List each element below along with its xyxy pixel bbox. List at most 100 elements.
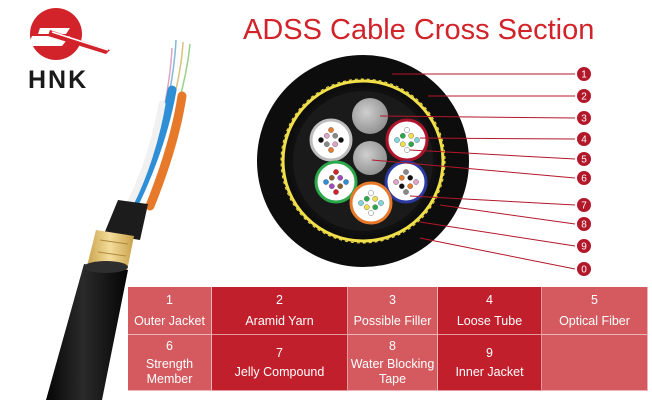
- legend-number: 1: [166, 293, 173, 308]
- callout-number: 5: [581, 155, 587, 166]
- callout-number: 1: [581, 70, 587, 81]
- callout-badge: 0: [577, 262, 591, 276]
- legend-cell-3: 3 Possible Filler: [348, 287, 438, 335]
- legend-label: Outer Jacket: [134, 313, 205, 328]
- filler-center: [353, 141, 387, 175]
- optical-fiber-dot: [328, 147, 334, 153]
- legend-number: 8: [389, 338, 396, 353]
- optical-fiber-dot: [363, 195, 370, 202]
- loose-tube-top-right: [385, 118, 429, 162]
- callout-number: 9: [581, 242, 587, 253]
- callout-number: 4: [581, 135, 587, 146]
- legend-number: 2: [276, 293, 283, 308]
- optical-fiber-dot: [407, 174, 414, 181]
- callout-badge: 6: [577, 171, 591, 185]
- legend-number: 4: [486, 293, 493, 308]
- callout-badge: 7: [577, 198, 591, 212]
- page-title: ADSS Cable Cross Section: [243, 14, 595, 46]
- optical-fiber-dot: [333, 169, 339, 175]
- optical-fiber-dot: [343, 179, 349, 185]
- callout-badge: 9: [577, 239, 591, 253]
- legend-cell-8: 8 Water Blocking Tape: [348, 335, 438, 391]
- loose-tube-mid-left: [314, 160, 358, 204]
- optical-fiber-dot: [328, 127, 334, 133]
- callout-number: 7: [581, 201, 587, 212]
- optical-fiber-dot: [338, 137, 344, 143]
- legend-cell-6: 6 Strength Member: [128, 335, 212, 391]
- optical-fiber-dot: [378, 200, 384, 206]
- optical-fiber-dot: [368, 190, 374, 196]
- cable-side-view: [46, 39, 191, 400]
- optical-fiber-dot: [332, 132, 339, 139]
- callout-lines: [371, 73, 576, 270]
- optical-fiber-dot: [403, 169, 409, 175]
- callout-badge: 4: [577, 132, 591, 146]
- legend-label: Optical Fiber: [559, 313, 630, 328]
- optical-fiber-dot: [413, 179, 419, 185]
- optical-fiber-dot: [399, 141, 406, 147]
- legend-cell-2: 2 Aramid Yarn: [212, 287, 348, 335]
- callout-number: 8: [581, 220, 587, 231]
- legend-cell-4: 4 Loose Tube: [438, 287, 542, 335]
- callout-badge: 5: [577, 152, 591, 166]
- optical-fiber-dot: [372, 195, 379, 202]
- callout-badge: 8: [577, 217, 591, 231]
- legend-label: Water Blocking Tape: [350, 357, 435, 386]
- optical-fiber-dot: [394, 137, 400, 143]
- cable-cross-section: [257, 55, 469, 267]
- optical-fiber-dot: [404, 127, 410, 133]
- optical-fiber-dot: [328, 174, 335, 181]
- hnk-logo: HNK: [10, 6, 120, 94]
- optical-fiber-dot: [407, 183, 414, 189]
- legend-cell-9: 9 Inner Jacket: [438, 335, 542, 391]
- legend-number: 3: [389, 293, 396, 308]
- filler-top: [352, 98, 388, 134]
- optical-fiber-dot: [372, 204, 379, 210]
- optical-fiber-dot: [323, 132, 330, 139]
- legend-cell-1: 1 Outer Jacket: [128, 287, 212, 335]
- callout-number: 6: [581, 174, 587, 185]
- optical-fiber-dot: [408, 132, 415, 139]
- legend-cell-5: 5 Optical Fiber: [542, 287, 648, 335]
- legend-number: 7: [276, 346, 283, 361]
- legend-label: Loose Tube: [456, 313, 523, 328]
- callout-badge: 1: [577, 67, 591, 81]
- hnk-logo-mark: [28, 8, 110, 60]
- legend-label: Possible Filler: [353, 313, 432, 328]
- optical-fiber-dot: [398, 174, 405, 181]
- optical-fiber-dot: [398, 183, 405, 189]
- callout-badges: 1 2 3 4 5 6 7 8 9 0: [577, 67, 591, 276]
- legend-cell-7: 7 Jelly Compound: [212, 335, 348, 391]
- callout-number: 2: [581, 92, 587, 103]
- aramid-yarn-ring: [281, 79, 445, 243]
- callout-number: 3: [581, 114, 587, 125]
- loose-tube-top-left: [309, 118, 353, 162]
- optical-fiber-dot: [337, 174, 344, 181]
- optical-fiber-dot: [399, 132, 406, 139]
- optical-fiber-dot: [363, 204, 370, 210]
- loose-tube-mid-right: [384, 160, 428, 204]
- legend-label: Inner Jacket: [455, 364, 524, 379]
- callout-badge: 2: [577, 89, 591, 103]
- optical-fiber-dot: [332, 141, 339, 147]
- optical-fiber-dot: [393, 179, 399, 185]
- loose-tube-bottom: [349, 181, 393, 225]
- optical-fiber-dot: [358, 200, 364, 206]
- legend-cell-empty: [542, 335, 648, 391]
- legend-label: Aramid Yarn: [245, 313, 314, 328]
- optical-fiber-dot: [333, 189, 339, 195]
- legend-number: 6: [166, 338, 173, 353]
- optical-fiber-dot: [318, 137, 324, 143]
- optical-fiber-dot: [368, 210, 374, 216]
- optical-fiber-dot: [403, 189, 409, 195]
- optical-fiber-dot: [328, 183, 335, 189]
- optical-fiber-dot: [414, 137, 420, 143]
- optical-fiber-dot: [323, 179, 329, 185]
- optical-fiber-dot: [408, 141, 415, 147]
- optical-fiber-dot: [404, 147, 410, 153]
- logo-text: HNK: [28, 66, 89, 94]
- legend-number: 5: [591, 293, 598, 308]
- optical-fiber-dot: [323, 141, 330, 147]
- callout-number: 0: [581, 265, 587, 276]
